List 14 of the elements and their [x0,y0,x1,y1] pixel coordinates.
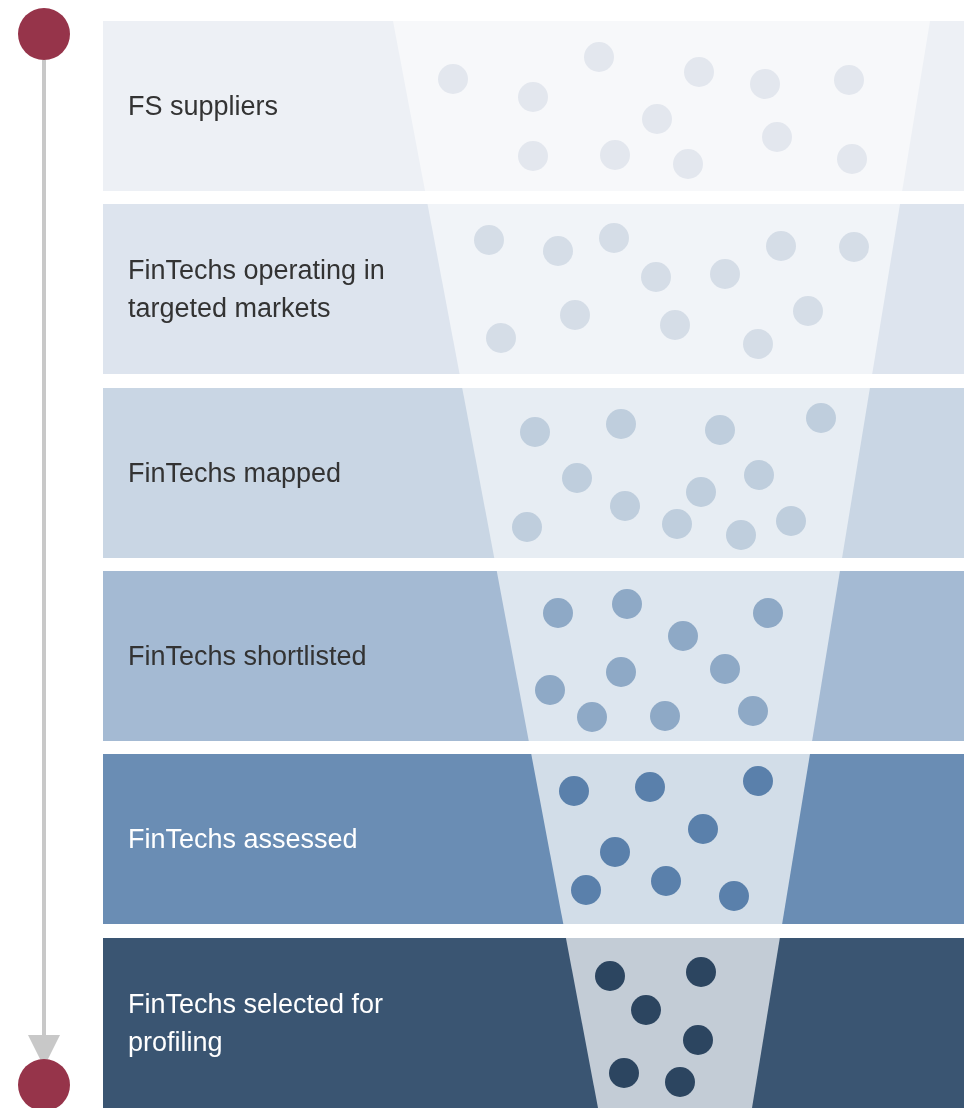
funnel-stage-band [103,204,964,374]
stage-label: FinTechs operating in targeted markets [128,254,386,325]
funnel-stage-band [103,571,964,741]
stage-marker [18,1059,70,1108]
stage-label: FinTechs assessed [128,823,359,856]
stage-marker [18,8,70,60]
funnel-stage-band [103,938,964,1108]
stage-label: FinTechs shortlisted [128,640,368,673]
funnel-stage-band [103,388,964,558]
funnel-stage-band [103,21,964,191]
stage-label: FinTechs mapped [128,457,343,490]
funnel-stage-band [103,754,964,924]
stage-label: FinTechs selected for profiling [128,988,385,1059]
stage-label: FS suppliers [128,90,280,123]
